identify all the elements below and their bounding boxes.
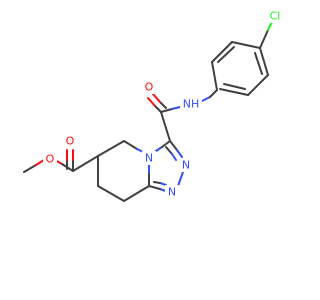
bond-n1-c8a-double-blue <box>159 182 167 186</box>
bond-c3-n2-double-grey <box>165 146 173 155</box>
bond-amide-co-a-red <box>147 97 156 107</box>
bond-ar-5-inner <box>223 83 246 90</box>
atom-o-ester-carbonyl: O <box>66 135 75 148</box>
atom-n-ring-bridge: N <box>145 152 153 165</box>
bond-n1-c8a-double-grey <box>153 181 161 184</box>
bond-methyl-o-red <box>35 159 45 166</box>
bond-c3-n2-double-blue <box>171 153 177 161</box>
bond-c-cl-grey <box>259 29 269 49</box>
atom-o-methoxy: O <box>46 153 55 166</box>
bond-c5-n4-grey <box>123 140 138 150</box>
bond-c6-c5 <box>97 140 125 157</box>
bond-amide-co-b <box>159 101 167 109</box>
bond-camide-nh-blue <box>171 106 181 110</box>
bond-c8-c7 <box>97 185 125 202</box>
bond-ar-2 <box>231 41 261 49</box>
bond-group <box>23 21 273 202</box>
bond-c8a-c8 <box>123 185 150 202</box>
bond-nh-ch2-blue <box>201 96 211 102</box>
bond-c3-n2-grey <box>169 140 178 151</box>
molecule-structure: O O O NH N N N Cl <box>23 9 284 202</box>
bond-amide-co-a <box>154 105 162 113</box>
bond-ar-1-inner <box>217 46 235 63</box>
bond-ar-3-inner <box>254 52 263 75</box>
bond-c3-camide <box>160 111 171 142</box>
atom-o-amide: O <box>145 81 154 94</box>
atom-n-amide: NH <box>183 98 200 111</box>
bond-ar-5 <box>219 88 249 96</box>
atom-label-group: O O O NH N N N Cl <box>43 9 284 199</box>
bond-camide-nh-grey <box>160 108 173 113</box>
bond-n1-c8a-grey <box>148 185 161 190</box>
bond-n2-n1 <box>177 171 184 187</box>
bond-c-cl-green <box>267 21 273 31</box>
bond-ar-1 <box>211 41 233 63</box>
bond-n4-c3-grey <box>161 140 171 148</box>
bond-c3-n2-blue <box>176 149 183 158</box>
bond-nh-ch2-grey <box>209 89 218 98</box>
bond-ester-to-ring <box>72 155 99 172</box>
bond-ar-3 <box>259 47 269 76</box>
atom-cl: Cl <box>270 10 281 23</box>
bond-amide-co-b-red <box>152 93 161 103</box>
molecule-canvas: O O O NH N N N Cl <box>23 9 284 202</box>
bond-ch2-ar <box>211 61 218 91</box>
atom-n-triazole-2: N <box>182 159 190 172</box>
bond-ar-4 <box>247 74 269 96</box>
bond-methyl-o <box>23 164 37 173</box>
atom-n-triazole-1: N <box>168 186 176 199</box>
